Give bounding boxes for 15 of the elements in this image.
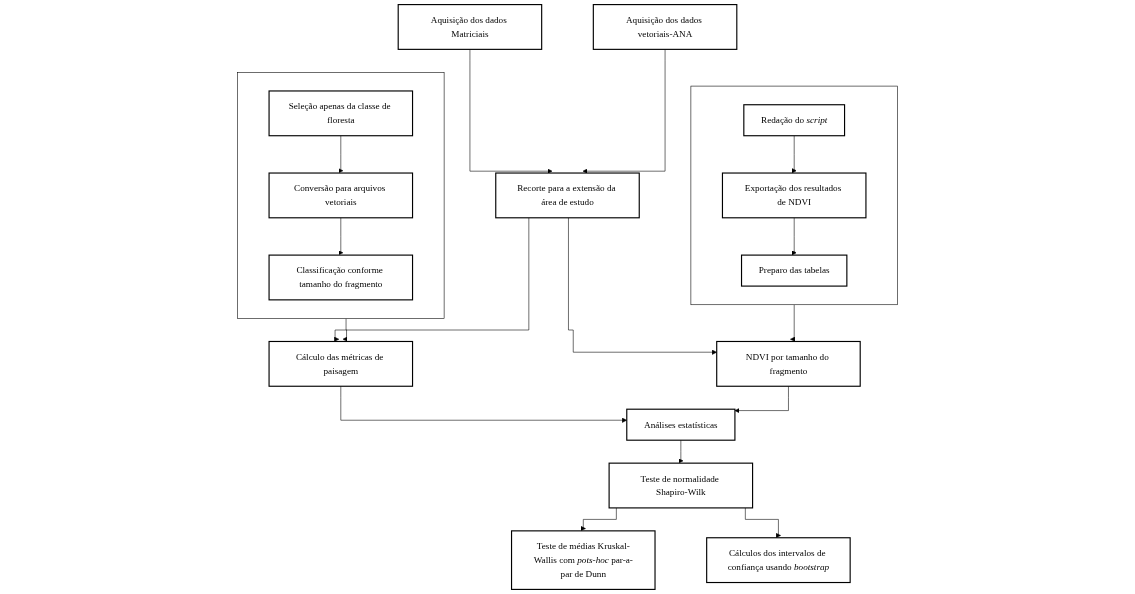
process-box: Análises estatísticas [626,408,736,441]
process-box: Exportação dos resultados de NDVI [721,172,867,219]
process-box: Teste de médias Kruskal-Wallis com pots-hoc par-a-par de Dunn [510,530,656,590]
process-box: NDVI por tamanho do fragmento [716,340,861,387]
process-box: Aquisição dos dados vetoriais-ANA [592,4,738,50]
process-box: Cálculos dos intervalos de confiança usando bootstrap [706,537,851,584]
process-box: Classificação conforme tamanho do fragmento [268,254,414,301]
process-box: Seleção apenas da classe de floresta [268,90,414,137]
process-box: Preparo das tabelas [740,254,848,287]
process-box: Conversão para arquivos vetoriais [268,172,414,219]
process-box: Cálculo das métricas de paisagem [268,340,414,387]
process-box: Aquisição dos dados Matriciais [397,4,543,50]
process-box: Redação do script [743,104,846,137]
process-box: Recorte para a extensão da área de estudo [495,172,640,219]
process-box: Teste de normalidade Shapiro-Wilk [608,462,754,509]
